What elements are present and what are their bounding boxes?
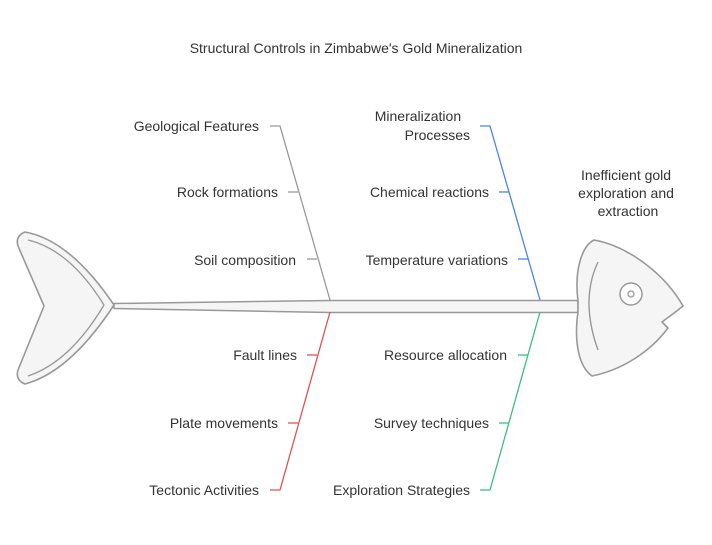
bone-geological-features: Geological Features Rock formations Soil… [134,118,331,301]
effect-line: extraction [598,203,659,219]
cause-rock-formations: Rock formations [177,184,278,200]
cause-chemical-reactions: Chemical reactions [370,184,489,200]
fish-eye-icon [619,282,643,306]
cause-soil-composition: Soil composition [194,252,296,268]
category-label-geological: Geological Features [134,118,259,134]
bone-line [270,125,331,301]
cause-fault-lines: Fault lines [233,347,297,363]
effect-line: Inefficient gold [581,167,671,183]
fish-pupil [627,290,635,298]
effect-line: exploration and [578,185,674,201]
fish-tail-icon [16,231,115,385]
fish-gill [588,261,599,351]
fish-tail-inner [27,239,105,377]
cause-resource-allocation: Resource allocation [384,347,507,363]
category-label-tectonic: Tectonic Activities [149,482,259,498]
cause-temperature-variations: Temperature variations [366,252,508,268]
cause-plate-movements: Plate movements [170,415,278,431]
fish-spine [113,299,579,314]
diagram-title: Structural Controls in Zimbabwe's Gold M… [190,40,523,56]
cause-survey-techniques: Survey techniques [374,415,489,431]
bone-exploration-strategies: Exploration Strategies Resource allocati… [333,311,541,498]
bone-line [480,311,541,491]
bone-line [270,311,331,491]
category-label-exploration: Exploration Strategies [333,482,470,498]
fish-head-icon [575,239,684,377]
bone-mineralization-processes: Mineralization Processes Chemical reacti… [366,108,541,301]
bone-line [480,125,541,301]
effect-label: Inefficient gold exploration and extract… [578,167,678,219]
category-label-mineralization: Mineralization Processes [375,108,470,143]
bone-tectonic-activities: Tectonic Activities Fault lines Plate mo… [149,311,331,498]
